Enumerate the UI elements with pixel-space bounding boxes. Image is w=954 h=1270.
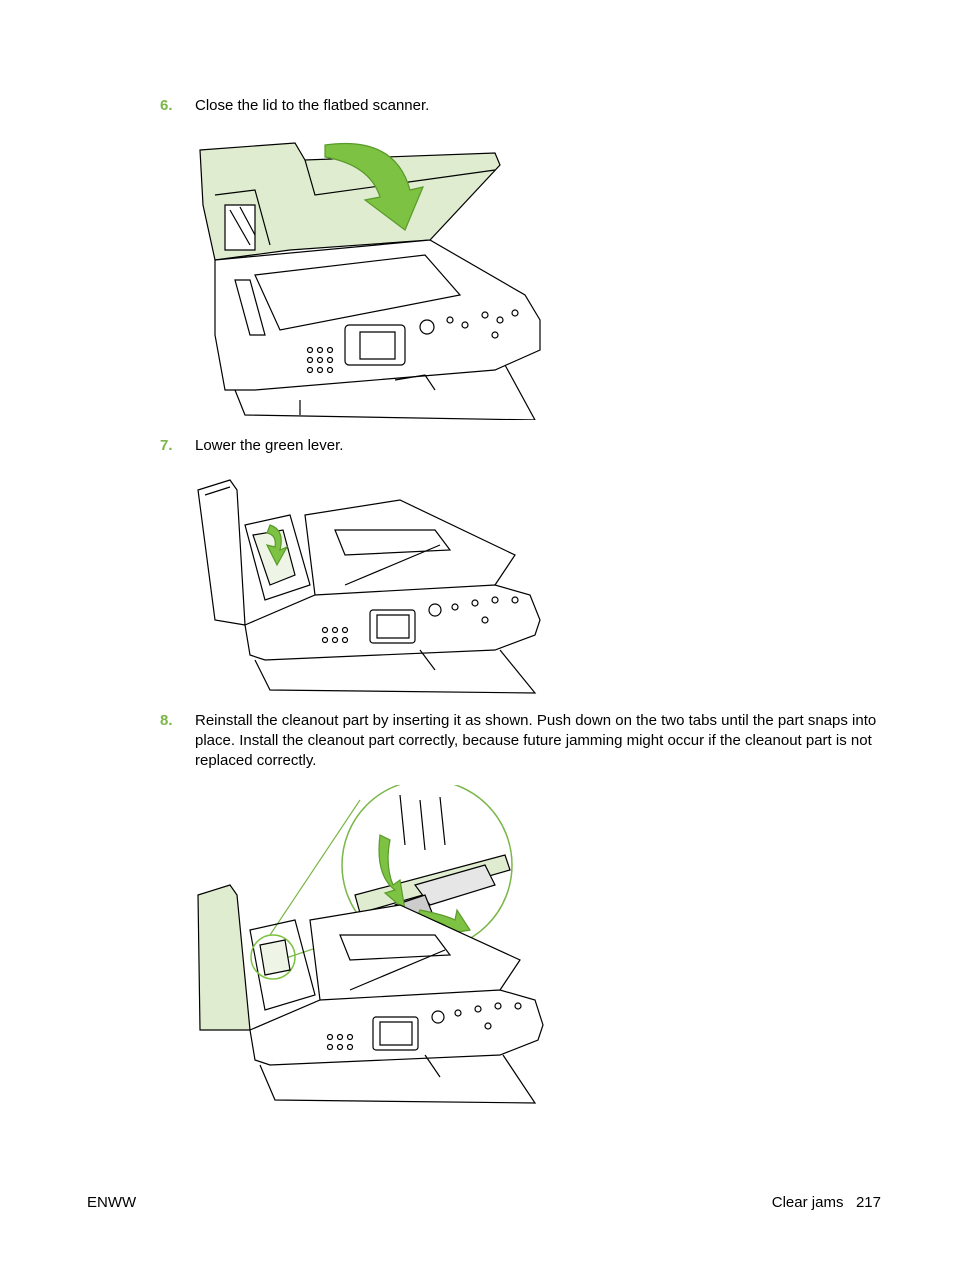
footer-left: ENWW bbox=[87, 1194, 137, 1211]
green-lever-illustration bbox=[195, 475, 545, 695]
footer-section-title: Clear jams bbox=[771, 1194, 844, 1211]
cleanout-part-illustration bbox=[195, 785, 545, 1105]
keypad-buttons bbox=[328, 1003, 522, 1050]
step-text: Close the lid to the flatbed scanner. bbox=[195, 97, 430, 114]
keypad-buttons bbox=[308, 310, 519, 373]
step-number: 6. bbox=[160, 97, 173, 114]
footer-right: Clear jams 217 bbox=[772, 1194, 881, 1211]
printer-lid-closing-illustration bbox=[195, 135, 545, 420]
step-text: Reinstall the cleanout part by inserting… bbox=[195, 712, 877, 769]
step-number: 8. bbox=[160, 712, 173, 729]
page-number: 217 bbox=[855, 1194, 881, 1211]
step-text: Lower the green lever. bbox=[195, 437, 344, 454]
keypad-buttons bbox=[323, 597, 519, 643]
step-number: 7. bbox=[160, 437, 173, 454]
